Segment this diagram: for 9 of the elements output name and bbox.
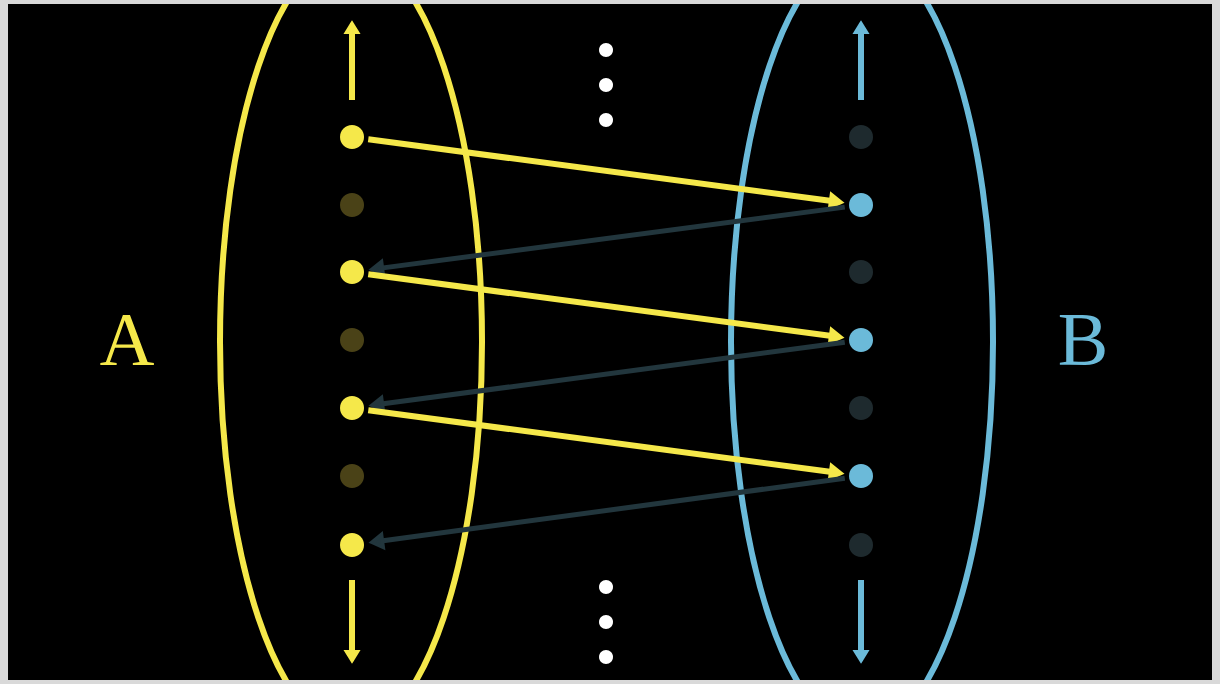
dot	[340, 533, 364, 557]
dot	[340, 260, 364, 284]
set-label: A	[100, 314, 154, 366]
dot	[849, 464, 873, 488]
dot	[340, 125, 364, 149]
dot	[849, 193, 873, 217]
dot	[340, 396, 364, 420]
dot	[849, 328, 873, 352]
set-label: B	[1059, 315, 1105, 365]
